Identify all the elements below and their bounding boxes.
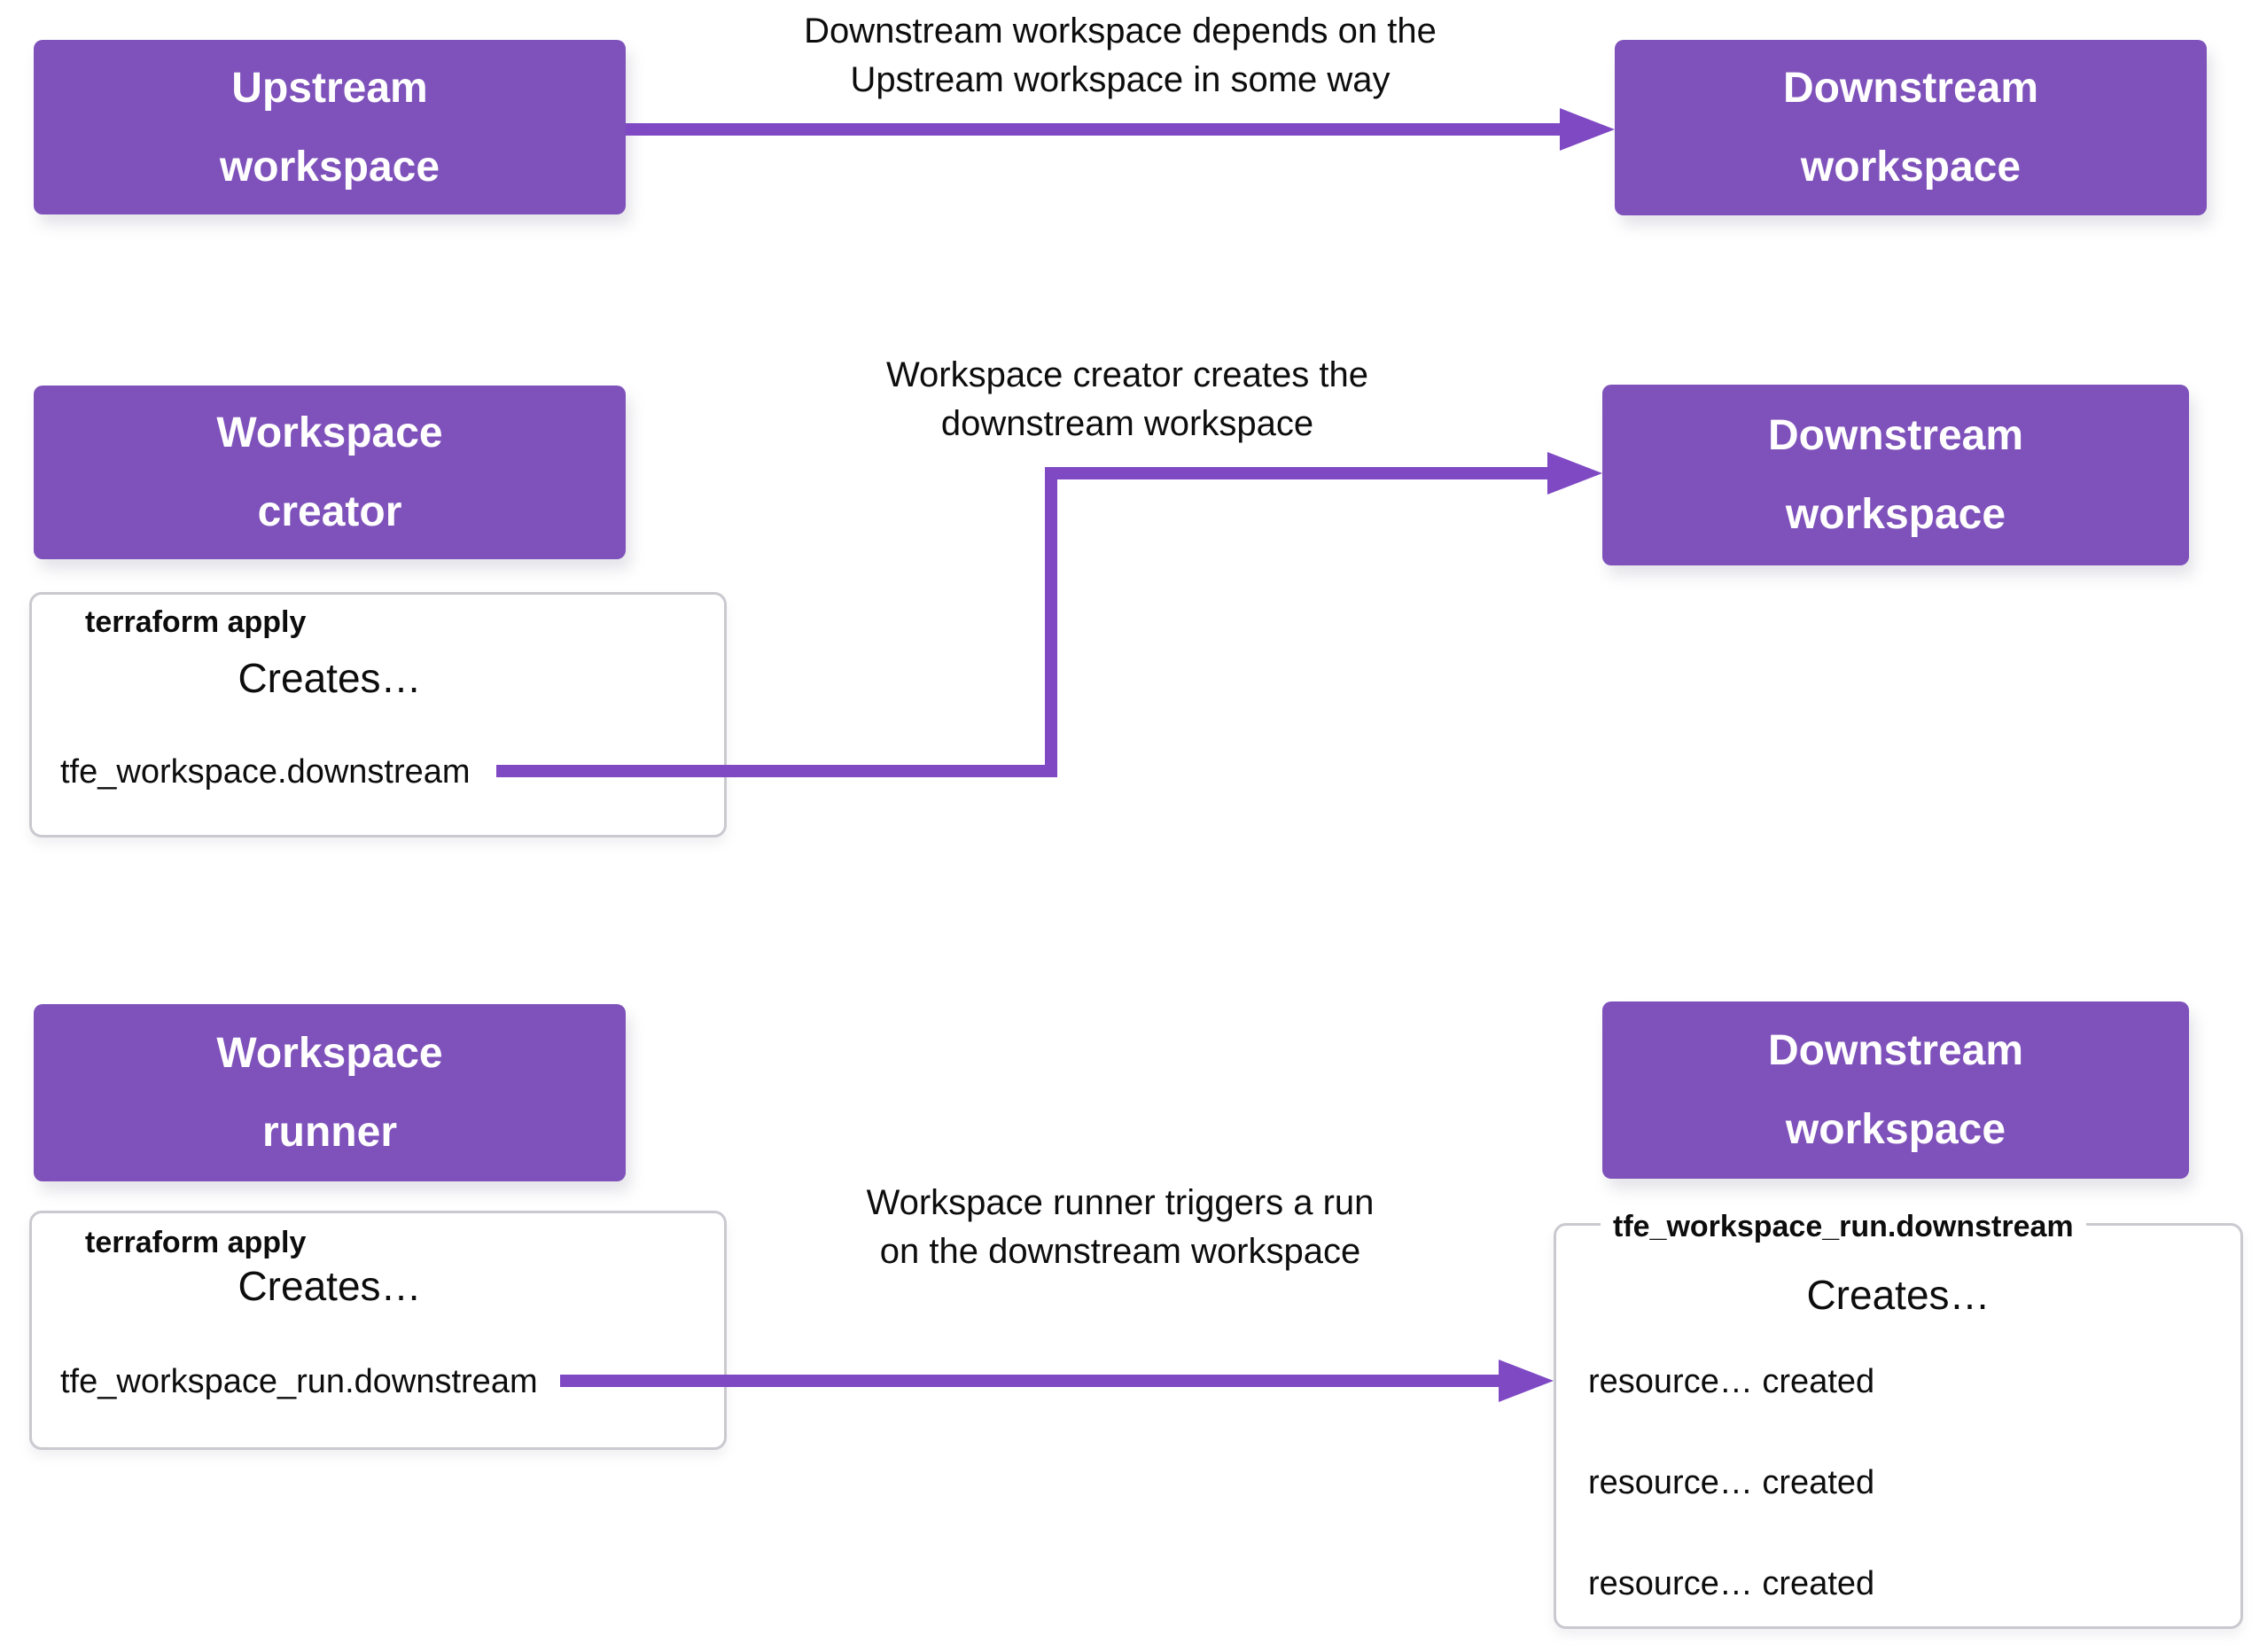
downstream-workspace-box-row1: Downstream workspace [1615,40,2207,215]
card-creates-text: Creates… [238,655,422,701]
downstream-workspace-box-row2: Downstream workspace [1602,385,2189,565]
box-label-line: runner [261,1109,397,1156]
arrow-label-line: Downstream workspace depends on the [804,12,1437,51]
arrow-label-line: Upstream workspace in some way [850,60,1391,99]
box-label-line: workspace [219,143,440,191]
arrow-label-row1: Downstream workspace depends on the Upst… [804,7,1437,105]
arrow-label-line: Workspace runner triggers a run [866,1183,1375,1222]
elbow-arrow-row2-top-segment [1045,467,1551,479]
box-label-line: workspace [1785,1106,2006,1153]
arrow-shaft-row1 [626,123,1563,136]
card-legend-tfe-workspace-run-downstream: tfe_workspace_run.downstream [1601,1209,2086,1244]
arrow-label-line: downstream workspace [940,404,1314,443]
card-item-tfe-workspace-downstream: tfe_workspace.downstream [60,753,471,791]
card-item-resource-created: resource… created [1588,1464,1875,1501]
box-label-line: Upstream [231,64,428,112]
card-title-terraform-apply: terraform apply [85,1226,307,1259]
elbow-arrow-row2-vertical-segment [1045,467,1057,777]
upstream-workspace-box: Upstream workspace [34,40,626,214]
creator-terraform-apply-card [29,592,727,838]
workspace-creator-box: Workspace creator [34,386,626,559]
box-label-line: workspace [1785,491,2006,538]
arrow-label-line: on the downstream workspace [879,1232,1361,1271]
arrow-head-row3 [1499,1360,1554,1402]
box-label-line: Downstream [1767,1027,2024,1074]
arrow-label-line: Workspace creator creates the [886,355,1368,394]
card-creates-text: Creates… [1806,1272,1990,1318]
workspace-run-result-card [1554,1223,2243,1629]
elbow-arrow-row2-bottom-segment [496,765,1057,777]
card-creates-text: Creates… [238,1263,422,1309]
arrow-label-row2: Workspace creator creates the downstream… [886,351,1368,448]
box-label-line: Workspace [216,1030,443,1077]
box-label-line: creator [257,488,402,535]
card-item-tfe-workspace-run-downstream: tfe_workspace_run.downstream [60,1363,538,1400]
arrow-head-row2 [1547,452,1602,495]
box-label-line: Workspace [216,409,443,456]
arrow-shaft-row3 [560,1375,1502,1387]
box-label-line: workspace [1800,144,2022,191]
box-label-line: Downstream [1767,412,2024,459]
box-label-line: Downstream [1782,65,2039,112]
arrow-head-row1 [1560,108,1615,151]
runner-terraform-apply-card [29,1211,727,1450]
workspace-runner-box: Workspace runner [34,1004,626,1181]
downstream-workspace-box-row3: Downstream workspace [1602,1001,2189,1179]
card-title-terraform-apply: terraform apply [85,605,307,639]
arrow-label-row3: Workspace runner triggers a run on the d… [867,1179,1375,1276]
card-item-resource-created: resource… created [1588,1363,1875,1400]
card-item-resource-created: resource… created [1588,1565,1875,1602]
